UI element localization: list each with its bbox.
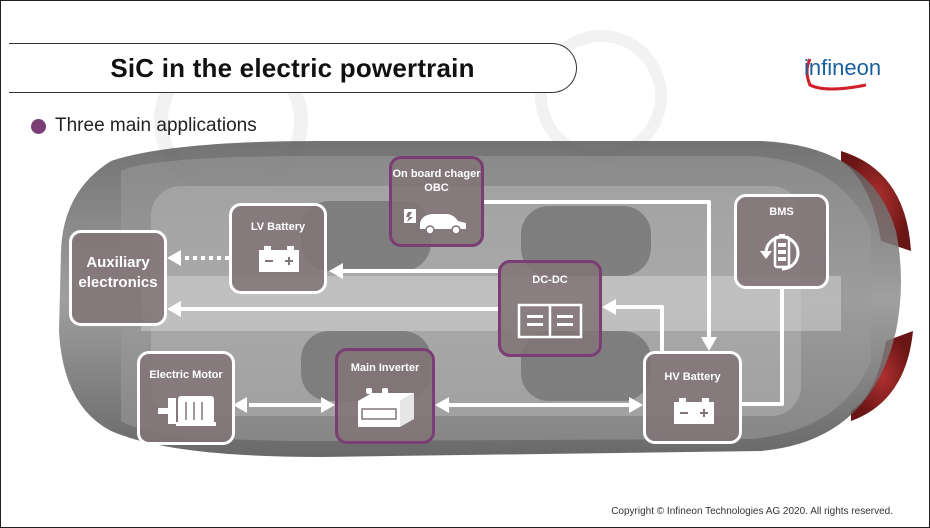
- dcdc-box: DC-DC: [498, 260, 602, 357]
- bms-label: BMS: [769, 206, 794, 218]
- bullet-text: Three main applications: [55, 115, 257, 136]
- hv-battery-box: HV Battery: [643, 351, 742, 444]
- motor-label: Electric Motor: [149, 369, 223, 381]
- connection-lines: [167, 200, 784, 413]
- inverter-icon: [358, 388, 414, 427]
- copyright-text: Copyright © Infineon Technologies AG 202…: [611, 506, 893, 517]
- logo-text: infineon: [804, 55, 882, 80]
- electric-motor-box: Electric Motor: [137, 351, 235, 445]
- infineon-logo: infineon: [796, 47, 888, 95]
- page-title: SiC in the electric powertrain: [110, 52, 475, 83]
- dcdc-label: DC-DC: [532, 274, 568, 286]
- aux-electronics-box: Auxiliary electronics: [69, 230, 167, 326]
- obc-box: On board chager OBC: [389, 156, 484, 247]
- aux-label: Auxiliary electronics: [78, 254, 158, 291]
- obc-label: On board chager OBC: [392, 168, 481, 194]
- converter-icon: [517, 303, 583, 339]
- lv-battery-box: LV Battery: [229, 203, 327, 294]
- car-charging-icon: [404, 209, 466, 235]
- inverter-label: Main Inverter: [350, 362, 420, 374]
- motor-icon: [158, 396, 216, 426]
- battery-icon: [259, 246, 299, 272]
- hv-battery-label: HV Battery: [664, 371, 721, 383]
- main-inverter-box: Main Inverter: [335, 348, 435, 444]
- bullet-item: Three main applications: [31, 115, 257, 137]
- lv-battery-label: LV Battery: [250, 221, 306, 233]
- rear-light-bottom: [851, 331, 913, 421]
- battery-icon: [674, 398, 714, 424]
- bms-box: BMS: [734, 194, 829, 289]
- battery-cycle-icon: [760, 234, 800, 271]
- seat-rear-top: [521, 206, 651, 276]
- title-bar: SiC in the electric powertrain: [9, 43, 577, 93]
- bullet-dot: [31, 118, 46, 134]
